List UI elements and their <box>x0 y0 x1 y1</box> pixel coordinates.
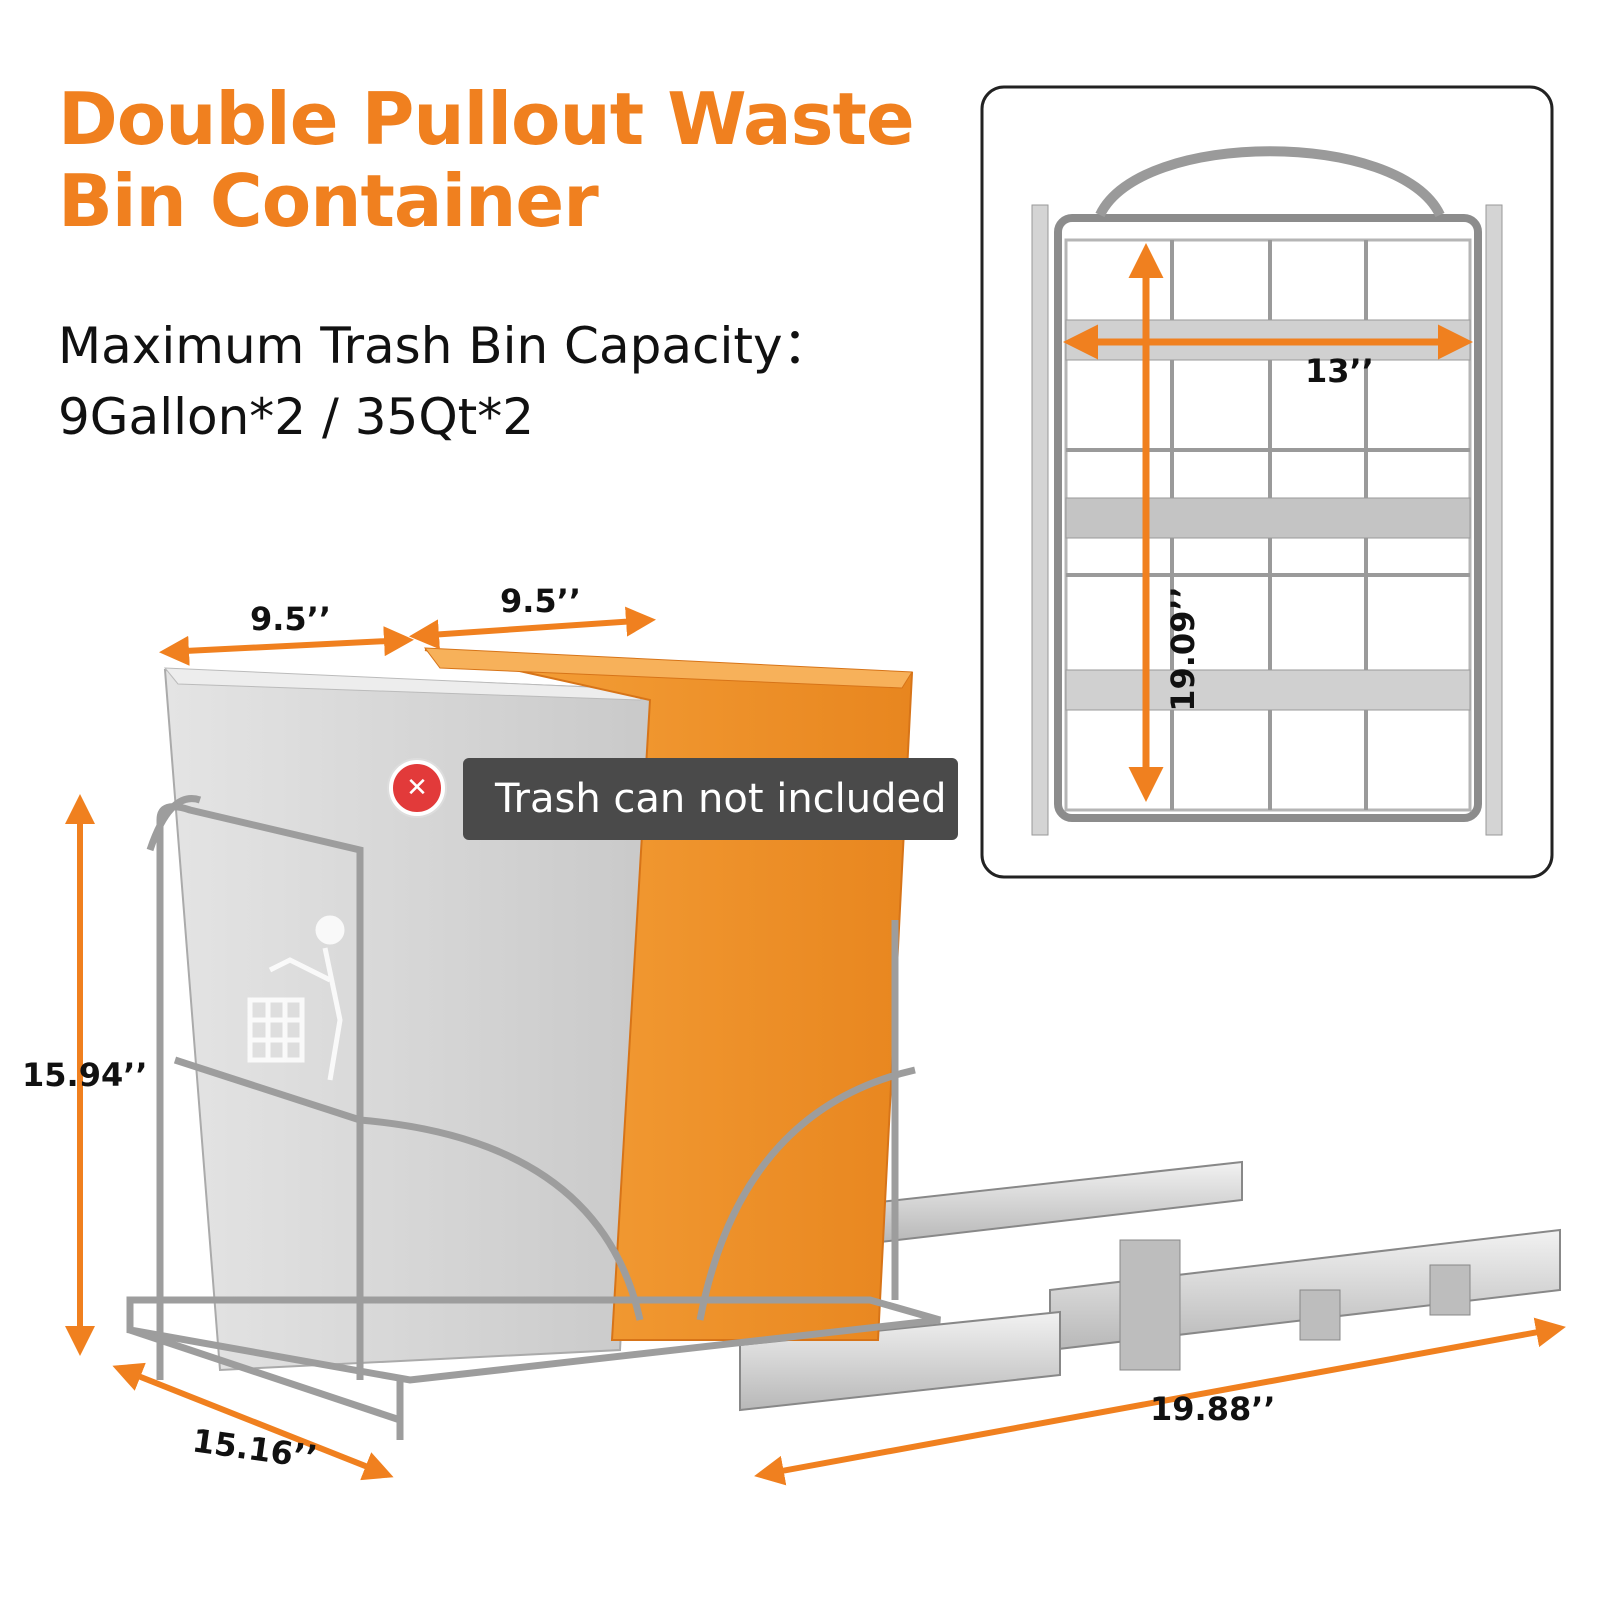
close-icon: ✕ <box>389 760 445 816</box>
not-included-notice: Trash can not included <box>463 758 958 840</box>
capacity-value: 9Gallon*2 / 35Qt*2 <box>58 388 535 446</box>
bin-width-right-label: 9.5’’ <box>500 582 581 620</box>
top-width-label: 13’’ <box>1305 352 1374 390</box>
notice-text: Trash can not included <box>495 776 947 822</box>
product-title: Double Pullout Waste Bin Container <box>58 78 938 242</box>
bin-width-right-arrow <box>409 606 656 650</box>
title-line-1: Double Pullout Waste <box>58 77 915 161</box>
height-label: 15.94’’ <box>22 1056 148 1094</box>
gray-bin <box>163 667 657 1372</box>
top-depth-label: 19.09’’ <box>1163 586 1202 712</box>
rail-length-arrow <box>754 1317 1566 1486</box>
title-line-2: Bin Container <box>58 159 599 243</box>
bin-width-left-label: 9.5’’ <box>250 600 331 638</box>
depth-arrow <box>112 1362 394 1481</box>
bin-width-left-arrow <box>159 626 414 666</box>
rail-length-label: 19.88’’ <box>1150 1390 1276 1428</box>
trash-symbol-icon <box>247 915 345 1081</box>
top-view-panel <box>980 85 1554 879</box>
capacity-label: Maximum Trash Bin Capacity： <box>58 317 833 375</box>
